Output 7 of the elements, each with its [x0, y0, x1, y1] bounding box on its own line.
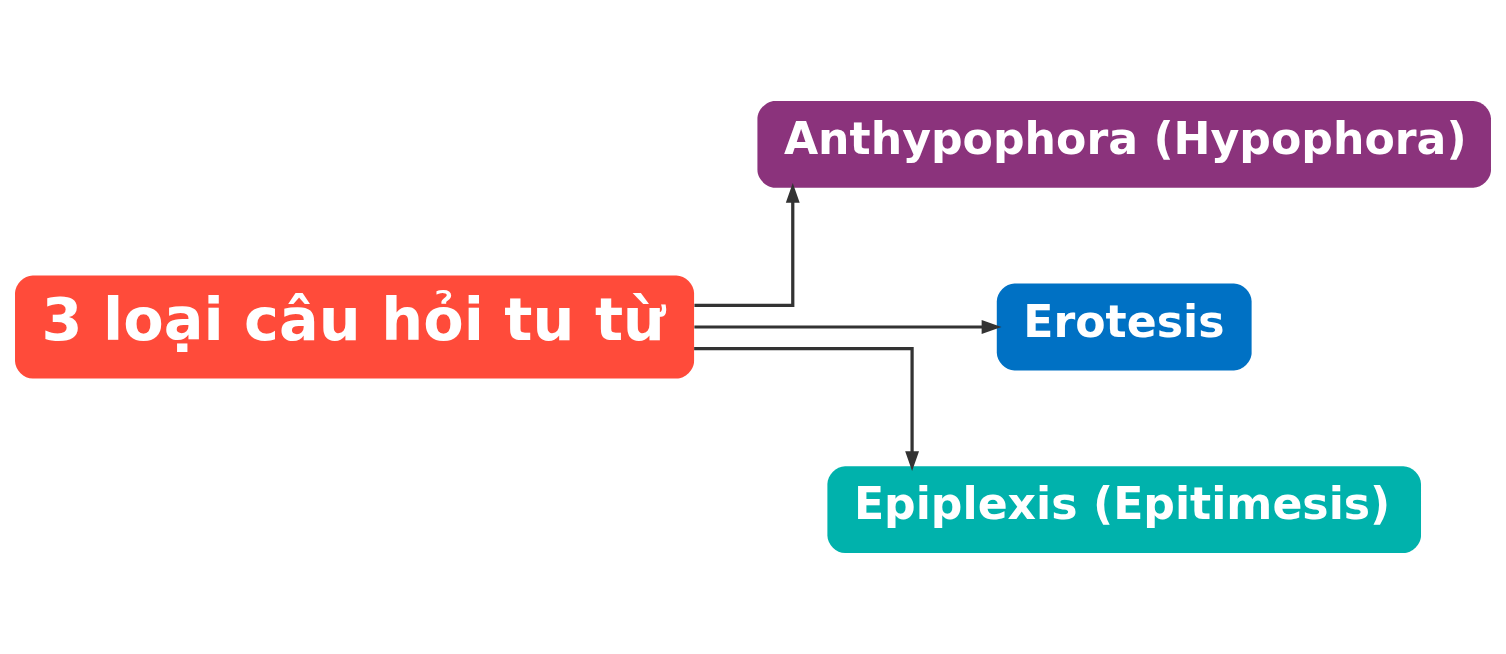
node-box: Erotesis — [996, 283, 1252, 371]
node-box: 3 loại câu hỏi tu từ — [15, 275, 695, 379]
arrow — [694, 320, 1002, 334]
arrow — [694, 183, 800, 307]
node-box: Epiplexis (Epitimesis) — [827, 466, 1421, 554]
node-box: Anthypophora (Hypophora) — [757, 100, 1491, 188]
arrow — [694, 347, 919, 471]
